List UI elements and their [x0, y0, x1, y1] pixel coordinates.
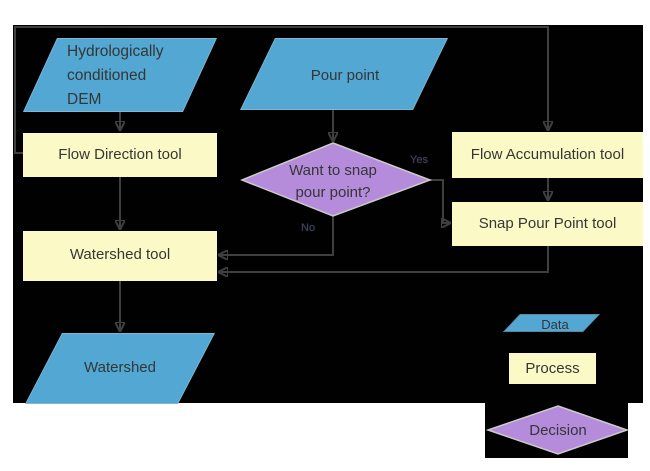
- legend-decision-diamond: [485, 405, 630, 455]
- node-watershed-tool-rect: [23, 231, 217, 281]
- legend-process-rect: [509, 353, 596, 384]
- legend-data-parallelogram: [502, 314, 600, 332]
- node-flow-accumulation-rect: [452, 132, 643, 178]
- node-pour-point-parallelogram: [240, 38, 448, 110]
- node-decision-diamond: [239, 142, 433, 217]
- node-flow-direction-rect: [23, 133, 217, 177]
- node-dem-parallelogram: [22, 38, 217, 112]
- node-snap-pour-point-rect: [452, 202, 643, 246]
